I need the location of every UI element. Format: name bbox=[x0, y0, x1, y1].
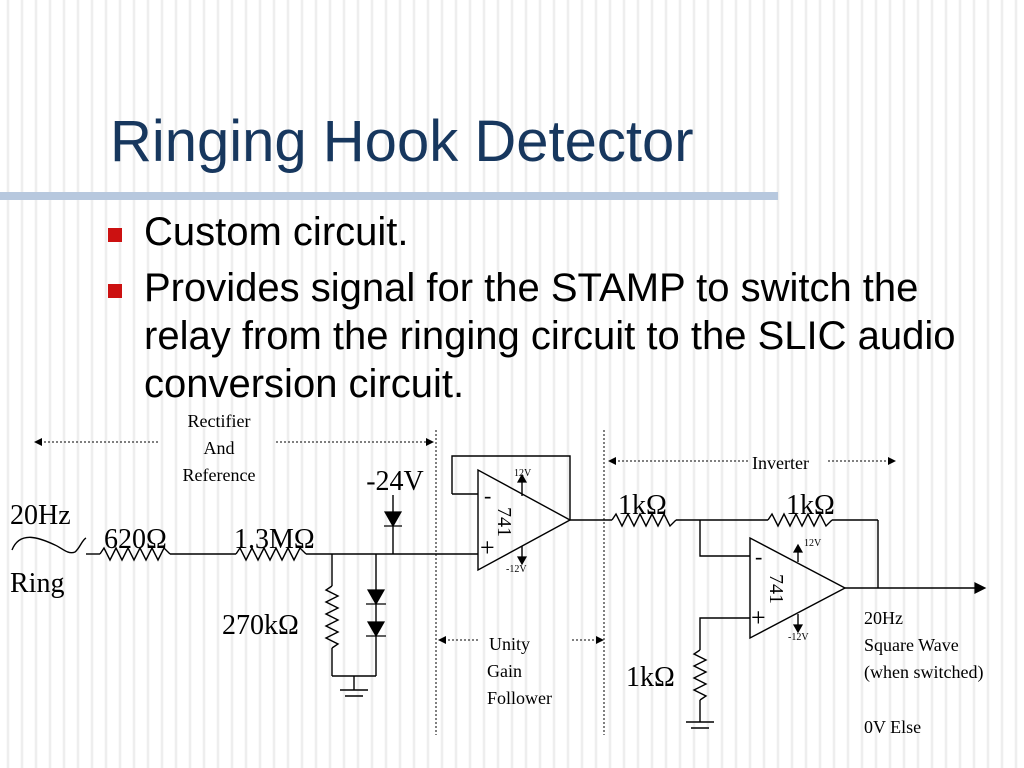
resistor-1k-b-icon bbox=[767, 512, 833, 528]
resistor-1k-a-label: 1kΩ bbox=[618, 490, 667, 521]
bullet-text: Custom circuit. bbox=[144, 210, 409, 254]
opamp-1-plus: + bbox=[480, 533, 495, 562]
resistor-620-label: 620Ω bbox=[104, 524, 167, 555]
section-rectifier-label-3: Reference bbox=[183, 465, 256, 485]
input-name-label: Ring bbox=[10, 568, 64, 599]
opamp-2-plus: + bbox=[751, 603, 766, 632]
resistor-1k-c-icon bbox=[692, 649, 708, 701]
resistor-1k-c-label: 1kΩ bbox=[626, 662, 675, 693]
slide-title: Ringing Hook Detector bbox=[110, 109, 694, 174]
opamp-1-label: 741 bbox=[493, 507, 515, 537]
opamp-1-minus: - bbox=[484, 483, 491, 508]
resistor-1-3m-icon bbox=[235, 546, 307, 562]
resistor-1k-a-icon bbox=[611, 512, 677, 528]
bullet-item: Custom circuit. bbox=[104, 208, 984, 256]
section-unity-label-3: Follower bbox=[487, 688, 552, 708]
resistor-270k-icon bbox=[324, 585, 340, 649]
input-freq-label: 20Hz bbox=[10, 500, 71, 531]
resistor-620-icon bbox=[99, 546, 171, 562]
opamp-1-vcc: 12V bbox=[514, 468, 532, 479]
opamp-1-vee: -12V bbox=[506, 564, 527, 575]
output-label-2: Square Wave bbox=[864, 635, 959, 655]
opamp-2-label: 741 bbox=[765, 574, 787, 604]
section-inverter-label: Inverter bbox=[752, 453, 809, 473]
output-label-1: 20Hz bbox=[864, 608, 903, 628]
resistor-270k-label: 270kΩ bbox=[222, 610, 299, 641]
square-bullet-icon bbox=[108, 284, 122, 298]
section-unity-label-1: Unity bbox=[489, 634, 530, 654]
square-bullet-icon bbox=[108, 228, 122, 242]
opamp-1-icon bbox=[477, 468, 572, 572]
bullet-text: Provides signal for the STAMP to switch … bbox=[144, 266, 956, 406]
title-underline bbox=[0, 192, 778, 200]
bullet-item: Provides signal for the STAMP to switch … bbox=[104, 264, 984, 408]
opamp-2-minus: - bbox=[755, 544, 762, 569]
bullet-list: Custom circuit. Provides signal for the … bbox=[104, 208, 984, 416]
opamp-2-vcc: 12V bbox=[804, 538, 822, 549]
resistor-1k-b-label: 1kΩ bbox=[786, 490, 835, 521]
output-label-3: (when switched) bbox=[864, 662, 983, 683]
resistor-1-3m-label: 1.3MΩ bbox=[234, 524, 315, 555]
output-label-4: 0V Else bbox=[864, 717, 921, 737]
ring-waveform-icon bbox=[11, 536, 87, 554]
section-rectifier-label-1: Rectifier bbox=[188, 411, 251, 431]
supply-neg24-label: -24V bbox=[366, 466, 424, 497]
section-unity-label-2: Gain bbox=[487, 661, 522, 681]
section-rectifier-label-2: And bbox=[204, 438, 235, 458]
opamp-2-icon bbox=[749, 536, 847, 640]
opamp-2-vee: -12V bbox=[788, 632, 809, 643]
